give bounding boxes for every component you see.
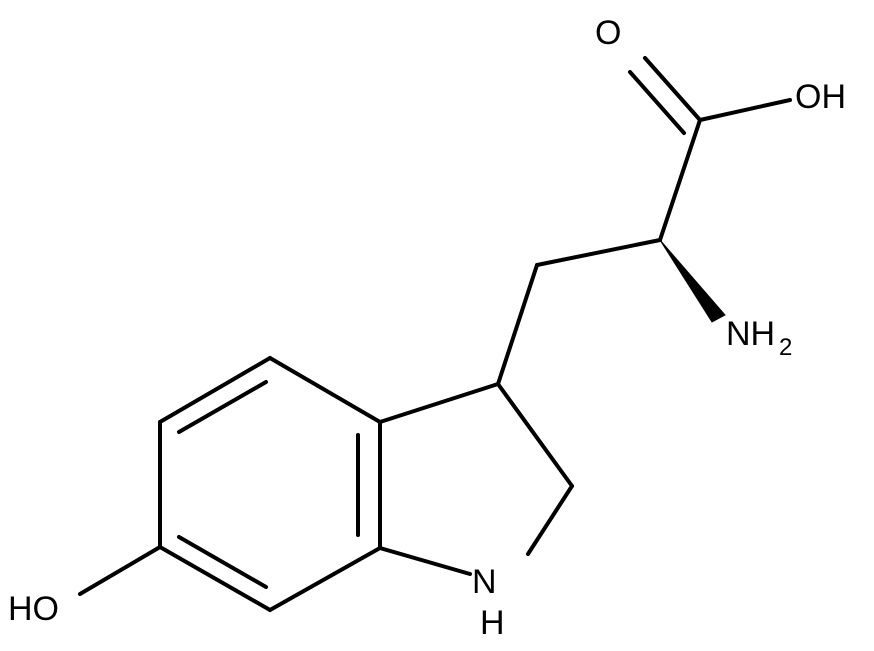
bond-c3a-c3 bbox=[378, 382, 500, 424]
atom-label-amine-subscript: 2 bbox=[779, 334, 792, 361]
atom-label-acid-oh: OH bbox=[795, 78, 846, 116]
bond-c7a-c7 bbox=[268, 546, 382, 612]
bond-c4-c3a bbox=[268, 356, 382, 424]
bond-ccarboxyl-oh bbox=[698, 98, 792, 122]
bonds bbox=[78, 56, 792, 612]
stereo-wedge-bond bbox=[659, 239, 726, 323]
bond-n1-c7a bbox=[378, 546, 472, 576]
bond-carbonyl-1 bbox=[643, 56, 702, 122]
bond-c3-c2 bbox=[496, 382, 574, 488]
bond-c6-o bbox=[78, 545, 162, 596]
bond-calpha-ccarboxyl bbox=[658, 118, 702, 242]
bond-cbeta-calpha bbox=[535, 238, 662, 267]
atom-label-ring-n: N bbox=[472, 563, 497, 601]
atom-label-ring-h: H bbox=[480, 604, 505, 642]
bond-c3-cbeta bbox=[496, 263, 539, 386]
atom-label-amine-nh: NH bbox=[726, 315, 775, 353]
double-bond-inner-1 bbox=[177, 535, 268, 589]
bond-carbonyl-2 bbox=[628, 70, 686, 135]
bond-c7-c6 bbox=[158, 545, 272, 612]
atom-label-phenol-ho: HO bbox=[8, 590, 59, 628]
bond-c5-c4 bbox=[158, 356, 272, 424]
bond-c2-n1 bbox=[526, 484, 574, 556]
double-bond-inner-2 bbox=[177, 380, 268, 434]
atom-label-carbonyl-o: O bbox=[595, 14, 621, 52]
